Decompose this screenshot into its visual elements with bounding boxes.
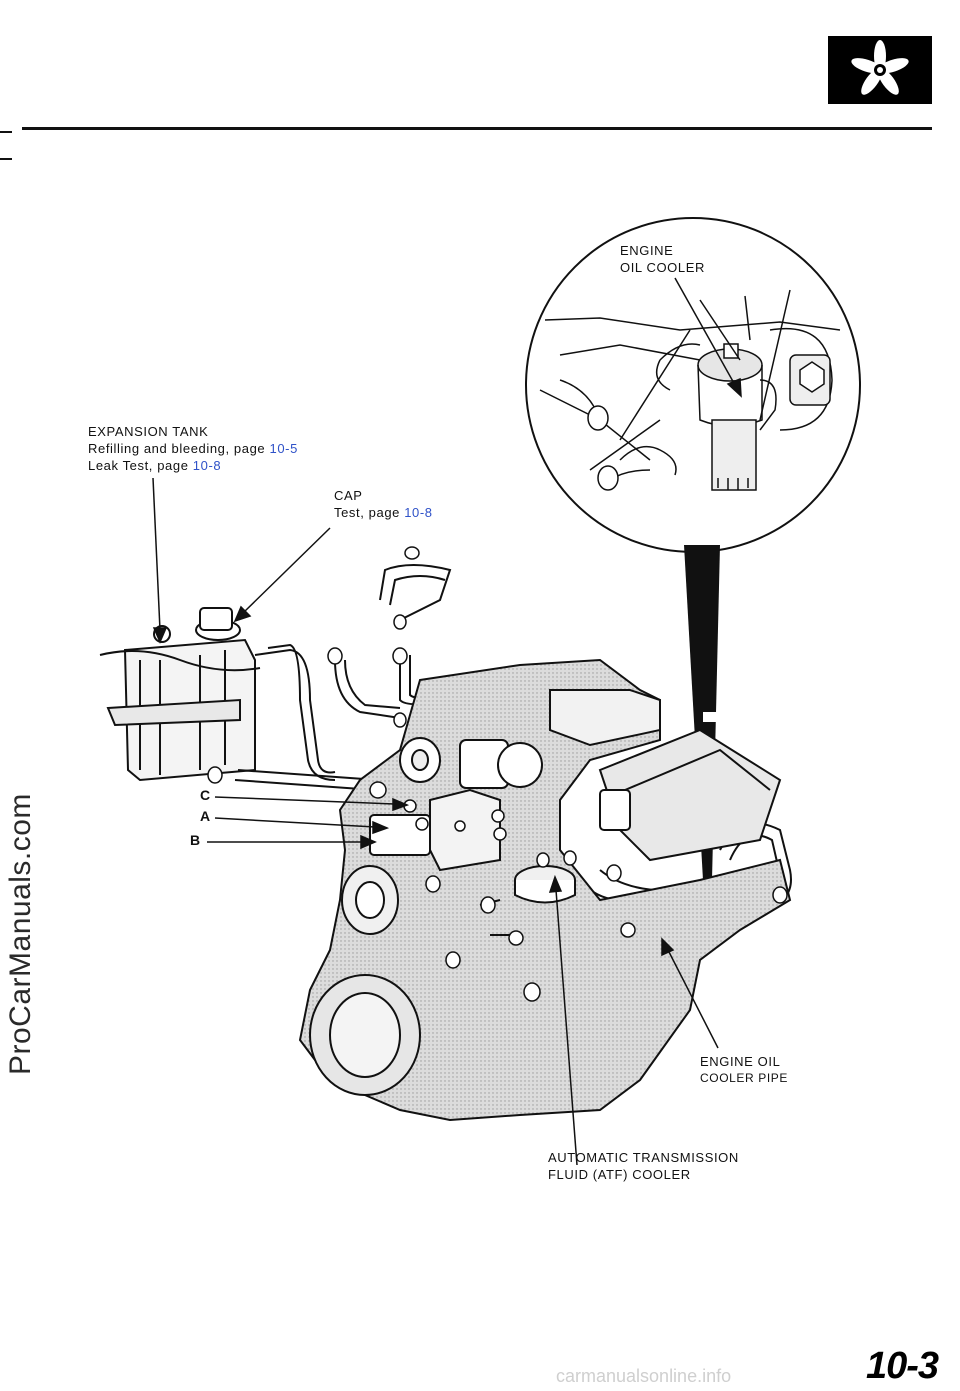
hose-label-a: A (200, 808, 211, 824)
page-number: 10-3 (866, 1345, 939, 1387)
margin-tick (0, 158, 12, 160)
hose-label-b: B (190, 832, 201, 848)
expansion-tank (99, 607, 261, 782)
cap-test-page-link[interactable]: 10-8 (404, 505, 433, 520)
cap-title: CAP (334, 488, 363, 503)
section-icon-box (828, 36, 932, 104)
cooler-pipe-line1: ENGINE OIL (700, 1054, 781, 1069)
cap-label: CAP Test, page 10-8 (334, 487, 433, 521)
leak-test-text: Leak Test, page (88, 458, 189, 473)
expansion-tank-label: EXPANSION TANK Refilling and bleeding, p… (88, 423, 298, 474)
atf-cooler-label: AUTOMATIC TRANSMISSION FLUID (ATF) COOLE… (548, 1149, 739, 1183)
cap-test-line: Test, page 10-8 (334, 504, 433, 521)
footer-watermark: carmanualsonline.info (556, 1366, 732, 1386)
engine-oil-cooler-pipe-label: ENGINE OIL COOLER PIPE (700, 1053, 788, 1087)
cooler-pipe-line2: COOLER PIPE (700, 1071, 788, 1085)
cap-test-text: Test, page (334, 505, 400, 520)
hose-label-c: C (200, 787, 211, 803)
leader-lines (152, 277, 742, 1166)
side-watermark: ProCarManuals.com (4, 793, 37, 1075)
refill-page-link[interactable]: 10-5 (269, 441, 298, 456)
engine-oil-cooler-line1: ENGINE (620, 243, 674, 258)
hose-fittings (207, 546, 788, 1002)
atf-line1: AUTOMATIC TRANSMISSION (548, 1150, 739, 1165)
leak-test-page-link[interactable]: 10-8 (192, 458, 222, 473)
margin-tick (0, 131, 12, 133)
refill-text: Refilling and bleeding, page (88, 441, 266, 456)
cooling-fan-icon (851, 40, 909, 95)
engine-block (298, 658, 792, 1122)
engine-oil-cooler-line2: OIL COOLER (620, 260, 705, 275)
engine-oil-cooler-label: ENGINE OIL COOLER (620, 242, 705, 276)
leak-test-line: Leak Test, page 10-8 (88, 457, 298, 474)
engine-oil-cooler-inset (525, 217, 861, 553)
refill-line: Refilling and bleeding, page 10-5 (88, 440, 298, 457)
header-rule (22, 127, 932, 130)
expansion-tank-title: EXPANSION TANK (88, 424, 209, 439)
atf-line2: FLUID (ATF) COOLER (548, 1167, 691, 1182)
